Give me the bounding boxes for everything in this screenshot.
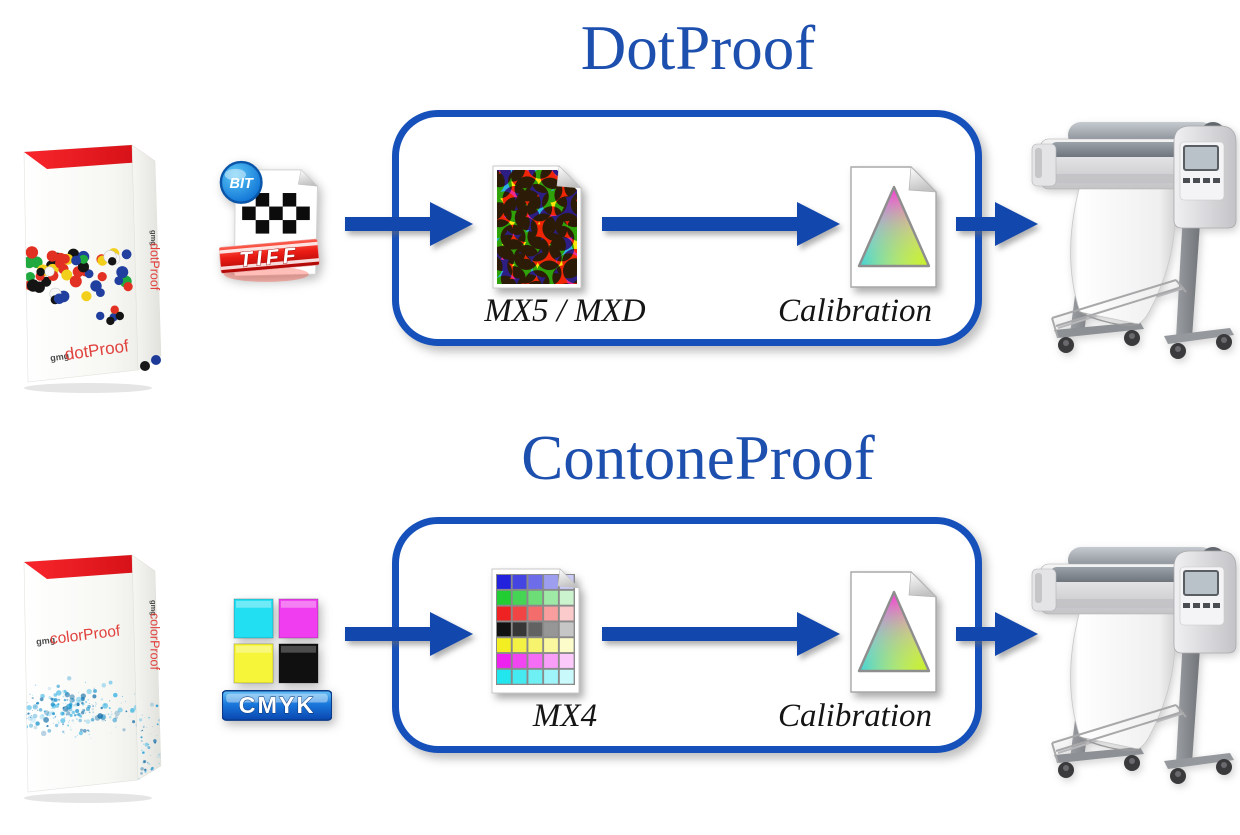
mx4-document-icon xyxy=(491,568,580,694)
large-format-printer-icon-top xyxy=(1031,121,1237,360)
stage-label-mx4: MX4 xyxy=(532,698,598,734)
box-spine-brand: gmg colorProof xyxy=(148,600,162,670)
arrow-input-to-rip-top xyxy=(345,202,473,246)
halftone-checker-pattern xyxy=(242,193,310,234)
tiff-banner: TIFF xyxy=(218,238,320,274)
tiff-file-icon: TIFF BIT xyxy=(218,160,320,282)
svg-text:gmg: gmg xyxy=(36,635,56,647)
cmyk-banner-label: CMYK xyxy=(239,692,316,718)
arrow-rip-to-calibration-bottom xyxy=(602,612,840,656)
arrow-rip-to-calibration-top xyxy=(602,202,840,246)
ink-splatter-art xyxy=(24,676,138,739)
arrow-to-printer-top xyxy=(956,202,1038,246)
cmyk-file-icon: CMYK xyxy=(222,598,332,721)
arrow-to-printer-bottom xyxy=(956,612,1038,656)
stage-label-calibration-top: Calibration xyxy=(777,293,933,329)
stage-label-mx5-mxd: MX5 / MXD xyxy=(484,293,646,329)
calibration-document-icon-top xyxy=(849,165,938,289)
cmyk-squares xyxy=(233,598,319,684)
arrow-input-to-rip-bottom xyxy=(345,612,473,656)
svg-text:gmg: gmg xyxy=(50,351,70,364)
ink-splatter-spine xyxy=(138,702,161,780)
svg-text:dotProof: dotProof xyxy=(148,243,162,291)
gmg-dotproof-box-icon: gmg dotProof gmg dotProof xyxy=(23,144,162,393)
bit-badge-label: BIT xyxy=(230,176,254,192)
color-swatch-grid xyxy=(496,574,575,685)
large-format-printer-icon-bottom xyxy=(1031,546,1237,785)
tiff-banner-label: TIFF xyxy=(238,243,300,272)
calibration-document-icon-bottom xyxy=(849,570,938,694)
svg-text:gmg: gmg xyxy=(149,230,158,246)
gmg-colorproof-box-icon: gmg colorProof gmg colorProof xyxy=(23,554,162,803)
row-title-dotproof: DotProof xyxy=(580,13,816,83)
pushpin-dots-band xyxy=(24,246,133,326)
cmyk-banner: CMYK xyxy=(222,690,332,721)
stage-label-calibration-bottom: Calibration xyxy=(777,698,933,734)
svg-text:colorProof: colorProof xyxy=(148,613,162,670)
svg-text:gmg: gmg xyxy=(149,600,158,616)
row-title-contoneproof: ContoneProof xyxy=(521,423,875,493)
box-spine-brand: gmg dotProof xyxy=(148,230,162,291)
bit-badge: BIT xyxy=(219,160,263,204)
mx5-mxd-document-icon xyxy=(492,165,582,289)
